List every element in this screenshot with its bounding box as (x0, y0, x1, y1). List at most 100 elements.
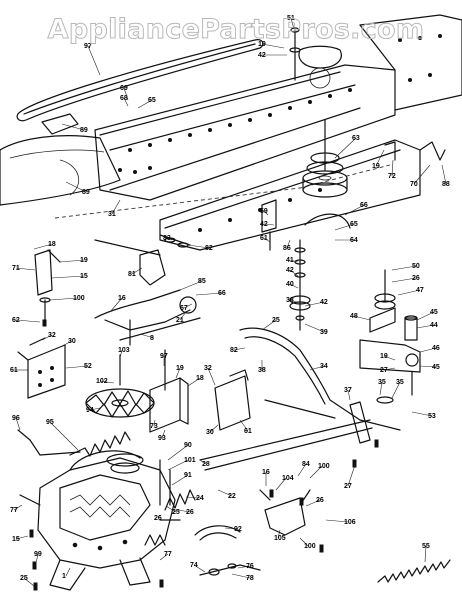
callout-19b: 19 (372, 149, 385, 170)
callout-leader (397, 289, 421, 296)
callout-leader (157, 514, 161, 519)
callout-30b: 30 (206, 424, 219, 436)
callout-19c: 19 (59, 257, 88, 264)
callout-number: 77 (10, 507, 18, 514)
callout-26d: 26 (305, 497, 324, 507)
callout-34: 34 (309, 363, 328, 371)
callout-61a: 61 (260, 235, 271, 243)
callout-number: 51 (287, 15, 295, 22)
callout-16: 16 (109, 295, 126, 313)
callout-66b: 66 (195, 290, 226, 297)
callout-leader (49, 421, 79, 451)
callout-leader (383, 367, 396, 371)
callout-65b: 65 (334, 221, 358, 231)
callout-leader (297, 463, 307, 477)
callout-number: 46 (432, 345, 440, 352)
callout-leader (233, 347, 246, 351)
callout-39: 39 (304, 323, 328, 336)
callout-number: 25 (172, 509, 180, 516)
callout-77b: 77 (159, 551, 172, 561)
callout-leader (187, 244, 210, 249)
callout-leader (275, 477, 287, 491)
callout-leader (263, 223, 275, 226)
callout-leader (51, 275, 85, 279)
callout-leader (177, 509, 191, 513)
callout-number: 93 (158, 435, 166, 442)
callout-leader (305, 499, 321, 507)
callout-leader (375, 149, 385, 167)
callout-leader (179, 311, 187, 321)
callout-88: 88 (441, 164, 450, 188)
callout-leader (199, 459, 207, 465)
callout-number: 19 (380, 353, 388, 360)
callout-number: 97 (84, 43, 92, 50)
callout-leader (334, 137, 357, 159)
callout-101: 101 (167, 457, 196, 471)
callout-leader (65, 365, 89, 369)
callout-number: 74 (190, 562, 198, 569)
callout-number: 97 (160, 353, 168, 360)
callout-leader (391, 159, 394, 177)
callout-leader (261, 43, 285, 49)
callout-number: 45 (430, 309, 438, 316)
callout-leader (183, 303, 193, 309)
callout-number: 52 (84, 363, 92, 370)
callout-number: 61 (244, 428, 252, 435)
callout-leader (65, 181, 87, 193)
callout-number: 66 (218, 290, 226, 297)
callout-leader (193, 564, 206, 573)
callout-number: 104 (282, 475, 294, 482)
callout-103: 103 (118, 347, 130, 359)
reference-line (54, 164, 391, 219)
callout-number: 90 (184, 442, 192, 449)
callout-leader (237, 565, 251, 569)
callout-leader (289, 299, 297, 303)
callout-leader (137, 99, 153, 109)
callout-number: 72 (388, 173, 396, 180)
callout-number: 73 (150, 423, 158, 430)
callout-leader (139, 333, 155, 339)
callout-leader (290, 17, 295, 30)
callout-number: 78 (246, 575, 254, 582)
callout-number: 47 (416, 287, 424, 294)
callout-leader (286, 239, 291, 249)
callout-number: 61 (260, 235, 268, 242)
callout-number: 82 (205, 245, 213, 252)
callout-leader (416, 324, 435, 329)
callout-number: 27 (344, 483, 352, 490)
callout-27a: 27 (380, 367, 396, 374)
callout-25c: 25 (20, 575, 35, 587)
callout-94: 94 (86, 407, 101, 414)
watermark: AppliancePartsPros.com (47, 14, 425, 46)
callout-number: 59 (260, 208, 268, 215)
brake-mount-bracket (17, 337, 66, 399)
callout-number: 38 (286, 297, 294, 304)
callout-leader (344, 204, 365, 216)
callout-leader (391, 265, 417, 271)
callout-number: 94 (86, 407, 94, 414)
callout-15a: 15 (51, 273, 88, 280)
callout-number: 105 (274, 535, 286, 542)
callout-leader (175, 367, 181, 379)
callout-number: 44 (430, 322, 438, 329)
callout-leader (159, 553, 169, 561)
callout-number: 38 (258, 367, 266, 374)
callout-number: 19 (80, 257, 88, 264)
callout-35a: 35 (378, 379, 386, 396)
callout-leader (171, 474, 189, 486)
callout-number: 42 (286, 267, 294, 274)
engine-pulley-assembly (302, 119, 348, 198)
callout-number: 30 (68, 338, 76, 345)
callout-50: 50 (391, 263, 420, 271)
callout-leader (353, 315, 371, 321)
callout-number: 1 (62, 573, 66, 580)
callout-93: 93 (158, 429, 166, 442)
callout-52: 52 (65, 363, 92, 370)
callout-leader (263, 210, 269, 216)
callout-67: 67 (180, 303, 193, 312)
callout-number: 35 (396, 379, 404, 386)
callout-26c: 26 (154, 514, 162, 522)
callout-leader (413, 164, 431, 185)
callout-leader (123, 97, 129, 107)
callout-32: 32 (41, 332, 56, 341)
